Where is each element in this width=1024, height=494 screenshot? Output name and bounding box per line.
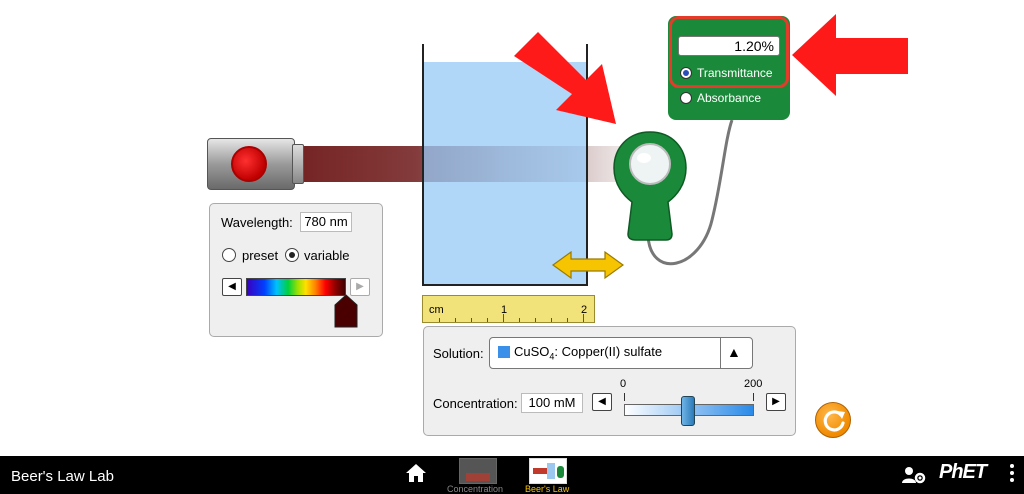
transmittance-radio[interactable] <box>680 67 692 79</box>
wavelength-label: Wavelength: <box>221 215 293 230</box>
concentration-min-label: 0 <box>620 378 627 390</box>
solution-selected-value[interactable]: CuSO4: Copper(II) sulfate <box>514 344 662 362</box>
annotation-arrow-icon <box>514 32 616 124</box>
beers-law-screen-thumbnail[interactable] <box>529 458 567 484</box>
ruler-tick <box>487 318 488 322</box>
ruler-tick <box>471 318 472 322</box>
ruler-tick-label: 2 <box>581 304 588 316</box>
absorbance-label[interactable]: Absorbance <box>697 91 762 105</box>
ruler-tick <box>567 318 568 322</box>
app-title: Beer's Law Lab <box>11 468 114 485</box>
solution-label: Solution: <box>433 346 484 361</box>
dropdown-divider <box>720 338 721 368</box>
preset-radio[interactable] <box>222 248 236 262</box>
solution-color-swatch <box>498 346 510 358</box>
ruler-unit: cm <box>429 304 444 316</box>
meter-readout: 1.20% <box>678 36 780 56</box>
ruler-tick <box>535 318 536 322</box>
navigation-bar <box>0 456 1024 494</box>
concentration-min-tick <box>624 393 625 401</box>
concentration-label: Concentration: <box>433 396 518 411</box>
ruler-tick <box>439 318 440 322</box>
caret-up-icon[interactable]: ▲ <box>727 344 741 360</box>
concentration-decrease-button[interactable]: ◀ <box>592 393 612 411</box>
concentration-max-tick <box>753 393 754 401</box>
annotation-arrow-icon <box>792 14 908 96</box>
wavelength-spectrum-slider[interactable] <box>246 278 346 296</box>
light-source-nozzle <box>292 144 304 184</box>
wavelength-value: 780 nm <box>300 212 352 232</box>
concentration-max-label: 200 <box>744 378 763 390</box>
ruler-tick <box>519 318 520 322</box>
detector-probe[interactable] <box>610 130 690 242</box>
concentration-screen-label[interactable]: Concentration <box>447 484 504 494</box>
variable-radio[interactable] <box>285 248 299 262</box>
phet-logo[interactable]: PhET <box>939 461 987 483</box>
beam-icon <box>533 468 547 474</box>
kebab-menu-icon[interactable] <box>1008 463 1016 483</box>
ruler-tick <box>455 318 456 322</box>
cuvette-width-drag-handle[interactable] <box>551 250 625 280</box>
solution-name: : Copper(II) sulfate <box>554 344 663 359</box>
wavelength-increase-button[interactable]: ▶ <box>350 278 370 296</box>
wavelength-slider-thumb[interactable] <box>334 294 358 328</box>
beaker-icon <box>466 473 490 481</box>
home-icon[interactable] <box>405 463 427 483</box>
variable-label[interactable]: variable <box>304 248 350 263</box>
solution-formula: CuSO <box>514 344 550 359</box>
ruler-tick-label: 1 <box>501 304 508 316</box>
detector-wire <box>646 119 734 266</box>
solution-dropdown[interactable] <box>489 337 753 369</box>
concentration-increase-button[interactable]: ▶ <box>766 393 786 411</box>
detector-icon <box>557 466 564 478</box>
wavelength-panel <box>209 203 383 337</box>
concentration-slider-thumb[interactable] <box>681 396 695 426</box>
solution-formula-subscript: 4 <box>549 351 555 362</box>
ruler-tick <box>583 314 584 322</box>
absorbance-radio[interactable] <box>680 92 692 104</box>
concentration-value: 100 mM <box>521 393 583 413</box>
beers-law-screen-label[interactable]: Beer's Law <box>525 484 570 494</box>
wavelength-decrease-button[interactable]: ◀ <box>222 278 242 296</box>
light-power-button[interactable] <box>231 146 267 182</box>
preset-label[interactable]: preset <box>242 248 279 263</box>
ruler-tick <box>503 314 504 322</box>
ruler[interactable]: cm 1 2 <box>422 295 595 323</box>
cuvette-solution <box>424 62 586 284</box>
transmittance-label[interactable]: Transmittance <box>697 66 773 80</box>
reset-all-button[interactable] <box>815 402 851 438</box>
ruler-tick <box>551 318 552 322</box>
concentration-screen-thumbnail[interactable] <box>459 458 497 484</box>
cuvette[interactable] <box>422 44 588 286</box>
cuvette-icon <box>547 463 555 479</box>
user-settings-icon[interactable] <box>902 466 926 484</box>
reset-all-icon <box>823 410 845 432</box>
annotation-highlight-box <box>669 16 789 88</box>
